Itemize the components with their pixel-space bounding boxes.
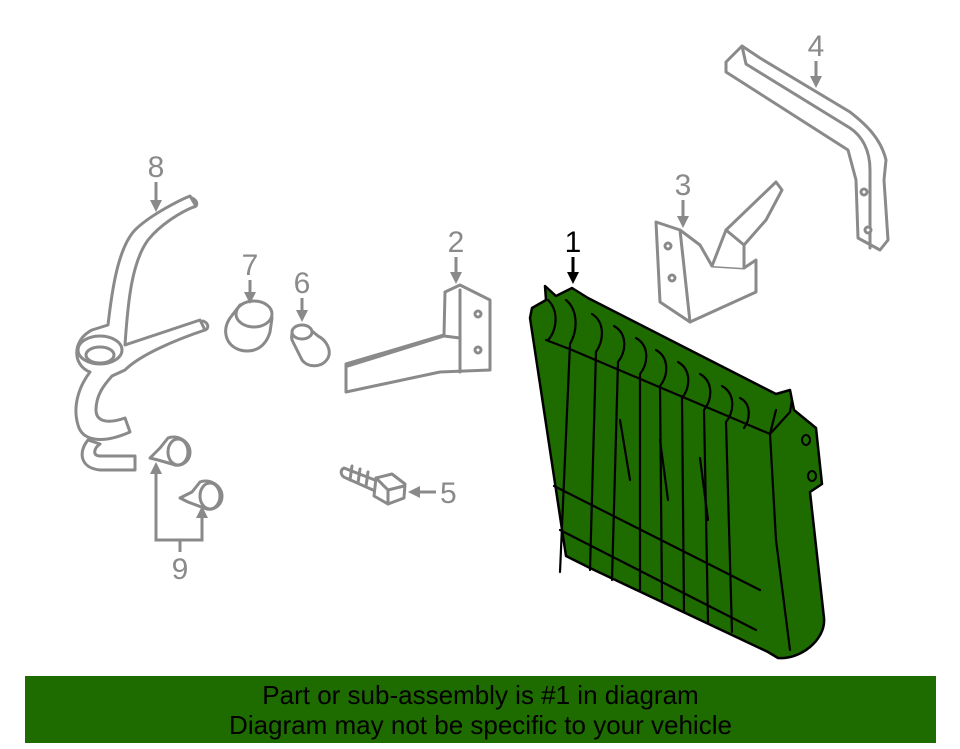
parts-diagram: 8 7 6 2 5 bbox=[74, 30, 890, 660]
part-5-bolt[interactable] bbox=[339, 464, 407, 506]
svg-text:6: 6 bbox=[294, 267, 311, 300]
part-2-bracket[interactable] bbox=[344, 283, 492, 394]
svg-text:1: 1 bbox=[565, 226, 582, 259]
banner-line-1: Part or sub-assembly is #1 in diagram bbox=[262, 679, 699, 710]
part-4-bracket[interactable] bbox=[724, 44, 890, 252]
part-9-clamp-upper[interactable] bbox=[148, 435, 192, 467]
banner-line-2: Diagram may not be specific to your vehi… bbox=[229, 709, 732, 740]
svg-text:8: 8 bbox=[148, 151, 165, 184]
callout-1: 1 bbox=[565, 226, 582, 284]
callout-7: 7 bbox=[242, 249, 259, 304]
part-1-oil-cooler[interactable] bbox=[528, 284, 826, 660]
callout-2: 2 bbox=[448, 226, 465, 284]
callout-6: 6 bbox=[294, 267, 311, 322]
svg-text:2: 2 bbox=[448, 226, 465, 259]
callout-5: 5 bbox=[408, 477, 457, 510]
callout-8: 8 bbox=[148, 151, 165, 212]
svg-text:7: 7 bbox=[242, 249, 259, 282]
part-9-clamp-lower[interactable] bbox=[178, 479, 224, 511]
part-7-grommet[interactable] bbox=[224, 299, 274, 353]
part-6-bushing[interactable] bbox=[290, 323, 331, 368]
info-banner: Part or sub-assembly is #1 in diagram Di… bbox=[25, 676, 936, 743]
svg-text:4: 4 bbox=[808, 30, 825, 63]
svg-text:5: 5 bbox=[440, 477, 457, 510]
svg-text:3: 3 bbox=[675, 169, 692, 202]
callout-9: 9 bbox=[150, 462, 208, 586]
svg-text:9: 9 bbox=[172, 553, 189, 586]
part-8-hose[interactable] bbox=[74, 194, 210, 472]
part-3-bracket[interactable] bbox=[654, 180, 784, 324]
callout-3: 3 bbox=[675, 169, 692, 228]
callout-4: 4 bbox=[808, 30, 825, 88]
